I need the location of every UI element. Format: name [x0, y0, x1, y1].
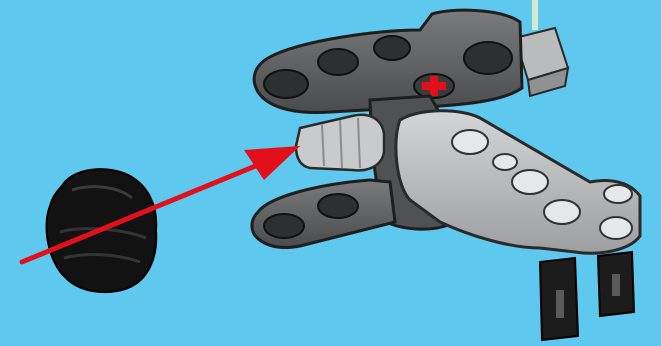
red-cross-axle-hole	[414, 74, 454, 98]
light-streak	[532, 0, 538, 30]
